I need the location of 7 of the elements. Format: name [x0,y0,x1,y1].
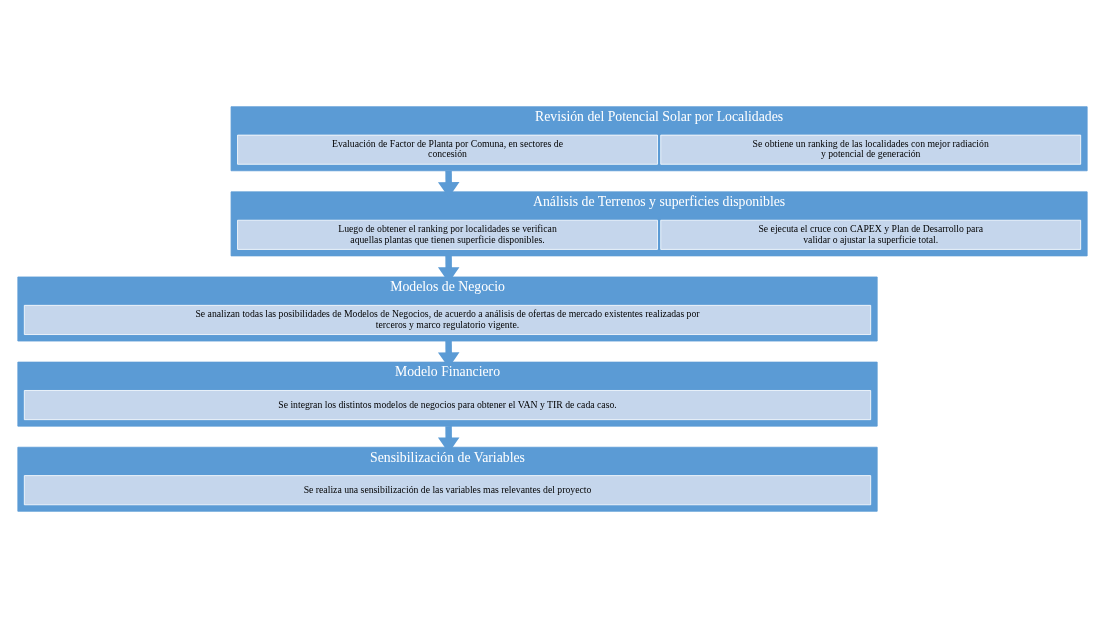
node-box: Luego de obtener el ranking por localidades se verifican aquellas plantas que tienen superficie disponibles. [237,219,658,250]
node-box: Se integran los distintos modelos de negocios para obtener el VAN y TIR de cada caso. [23,390,872,421]
node-box: Se analizan todas las posibilidades de Modelos de Negocios, de acuerdo a análisis de ofertas de mercado existentes realizadas por terceros y marco regulatorio vigente. [23,304,872,335]
node-box: Se ejecuta el cruce con CAPEX y Plan de Desarrollo para validar o ajustar la superficie total. [660,219,1082,250]
node-box: Se obtiene un ranking de las localidades con mejor radiación y potencial de generación [660,134,1082,165]
node-box: Evaluación de Factor de Planta por Comuna, en sectores de concesión [237,134,658,165]
node-box: Se realiza una sensibilización de las variables mas relevantes del proyecto [23,475,872,506]
